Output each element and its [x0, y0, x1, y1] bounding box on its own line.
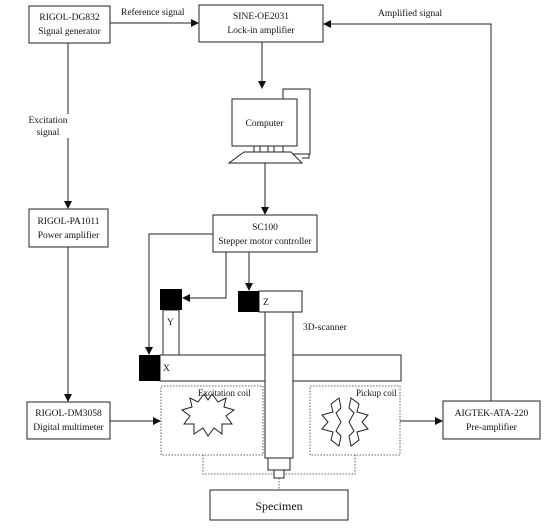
power-amplifier-name: Power amplifier: [38, 230, 100, 241]
specimen-label: Specimen: [255, 499, 302, 513]
pickup-right-half-shape: [348, 397, 369, 447]
pickup-coil: Pickup coil: [309, 385, 401, 456]
excitation-coil-wire: [202, 455, 274, 475]
amplified-signal-label: Amplified signal: [378, 8, 442, 19]
z-axis-motor: [238, 291, 259, 312]
y-axis-label: Y: [167, 318, 174, 328]
motor-controller-model: SC100: [252, 223, 278, 233]
motor-controller-box: SC100 Stepper motor controller: [212, 214, 318, 253]
preamplifier-box: AIGTEK-ATA-220 Pre-amplifier: [442, 400, 541, 440]
preamplifier-name: Pre-amplifier: [466, 422, 517, 433]
x-axis-label: X: [163, 364, 170, 374]
excitation-signal-label-2: signal: [37, 128, 60, 138]
lockin-amplifier-box: SINE-OE2031 Lock-in amplifier: [198, 4, 324, 43]
lockin-name: Lock-in amplifier: [227, 25, 295, 36]
controller-to-y-arrow: [182, 252, 227, 302]
signal-generator-box: RIGOL-DG832 Signal generator: [28, 5, 111, 44]
pickup-coil-wire: [284, 455, 356, 475]
lockin-model: SINE-OE2031: [233, 12, 289, 22]
power-amplifier-model: RIGOL-PA1011: [37, 217, 99, 227]
scanner-frame: Y X Z 3D-scanner: [139, 289, 402, 479]
specimen-box: Specimen: [209, 489, 349, 521]
power-amplifier-box: RIGOL-PA1011 Power amplifier: [28, 208, 109, 248]
multimeter-name: Digital multimeter: [33, 423, 104, 433]
y-axis-motor: [160, 289, 182, 310]
x-axis-motor: [139, 355, 160, 381]
preamplifier-model: AIGTEK-ATA-220: [455, 409, 529, 419]
z-axis-label: Z: [263, 298, 269, 308]
amplified-signal-arrow: [323, 20, 492, 401]
computer-label: Computer: [246, 119, 285, 129]
excitation-coil-label: Excitation coil: [198, 388, 251, 398]
koch-snowflake-shape: [180, 393, 236, 437]
excitation-coil: Excitation coil: [160, 385, 264, 456]
pickup-coil-label: Pickup coil: [356, 388, 397, 398]
signal-generator-name: Signal generator: [38, 27, 101, 37]
multimeter-box: RIGOL-DM3058 Digital multimeter: [26, 401, 111, 440]
reference-signal-label: Reference signal: [121, 7, 185, 18]
multimeter-model: RIGOL-DM3058: [35, 409, 102, 419]
controller-to-x-arrow: [145, 233, 213, 355]
computer-icon: Computer: [227, 88, 311, 164]
scanner-label: 3D-scanner: [303, 323, 348, 333]
excitation-label-bg: [22, 114, 82, 138]
signal-generator-model: RIGOL-DG832: [39, 13, 99, 23]
pickup-left-half-shape: [321, 397, 342, 447]
motor-controller-name: Stepper motor controller: [218, 237, 312, 247]
excitation-signal-label-1: Excitation: [28, 116, 67, 126]
